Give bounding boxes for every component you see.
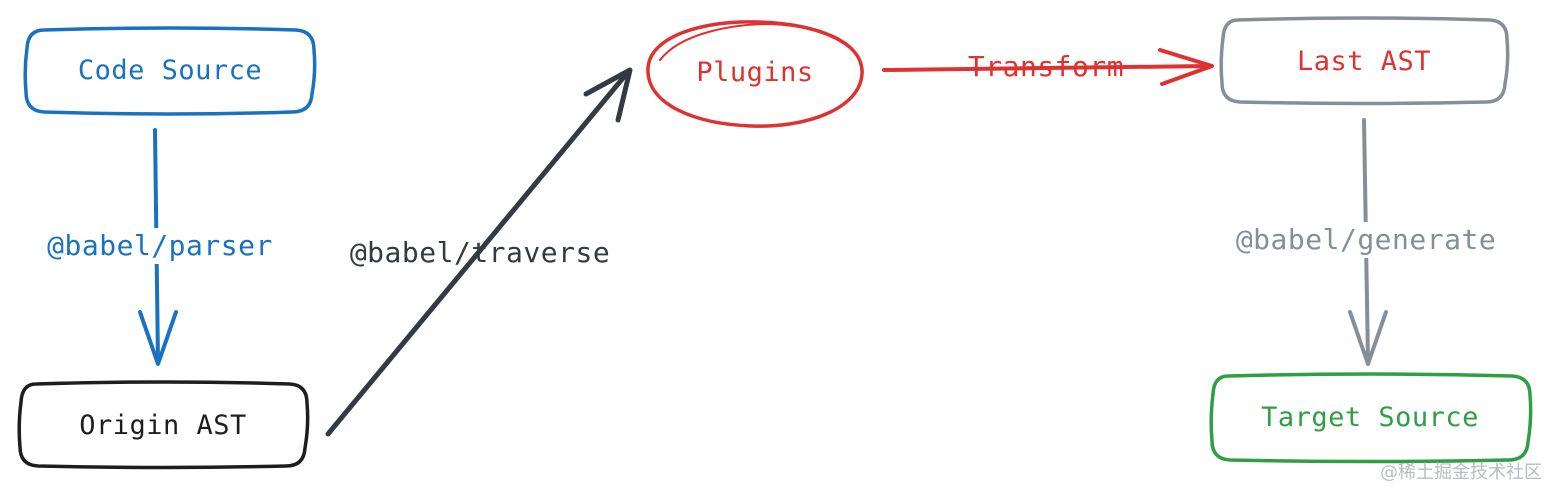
origin-ast-label: Origin AST — [79, 410, 247, 441]
plugins-node: Plugins — [646, 20, 864, 128]
transform-edge: Transform — [882, 48, 1214, 86]
target-source-label: Target Source — [1261, 402, 1479, 433]
traverse-edge-label: @babel/traverse — [350, 236, 610, 269]
plugins-label: Plugins — [696, 57, 813, 88]
generate-edge: @babel/generate — [1236, 118, 1498, 366]
last-ast-node: Last AST — [1219, 16, 1510, 106]
origin-ast-node: Origin AST — [17, 380, 310, 470]
watermark-text: @稀土掘金技术社区 — [1380, 462, 1542, 483]
generate-edge-label: @babel/generate — [1236, 223, 1496, 256]
traverse-edge: @babel/traverse — [325, 67, 633, 437]
transform-edge-label: Transform — [968, 50, 1124, 83]
target-source-node: Target Source — [1209, 372, 1533, 464]
parser-edge-label: @babel/parser — [47, 229, 273, 262]
code-source-label: Code Source — [78, 55, 262, 86]
last-ast-label: Last AST — [1297, 46, 1431, 77]
code-source-node: Code Source — [23, 26, 317, 116]
parser-edge: @babel/parser — [47, 128, 274, 366]
